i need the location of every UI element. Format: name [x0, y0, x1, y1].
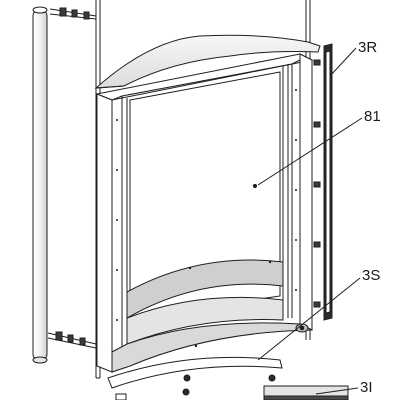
- callout-label-3s: 3S: [362, 267, 381, 284]
- frame-rivets: [116, 89, 297, 348]
- bottom-arched-trim: [107, 356, 283, 389]
- right-gasket-strip: [323, 43, 333, 321]
- callout-leader-lines: [257, 47, 363, 395]
- gasket-screws: [313, 59, 321, 308]
- door-frame-outer: [95, 53, 314, 373]
- callout-label-3i: 3I: [360, 379, 373, 396]
- callout-label-3r: 3R: [358, 39, 378, 56]
- left-vertical-rod: [32, 6, 48, 364]
- lower-curved-trim: [111, 259, 313, 373]
- top-mounting-screws: [49, 7, 97, 20]
- bottom-mounting-screws: [47, 331, 97, 349]
- top-arched-hood: [94, 34, 321, 89]
- glass-panel: [129, 71, 281, 319]
- bottom-bracket-parts: [115, 374, 349, 400]
- callout-label-81: 81: [364, 108, 381, 125]
- bottom-clip: [295, 323, 309, 333]
